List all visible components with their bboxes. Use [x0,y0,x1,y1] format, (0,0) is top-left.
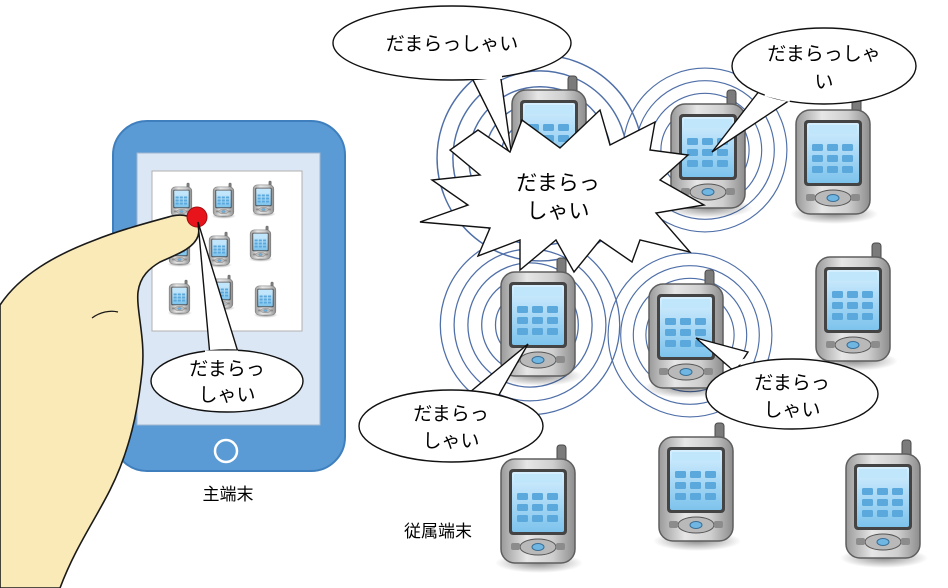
bubble-bottom-left: だまらっ しゃい [358,343,544,463]
master-label: 主端末 [203,485,254,505]
bubble-top-right-line-1: だまらっしゃ [767,43,881,65]
mini-phone-icon[interactable] [211,182,237,220]
master-bubble: だまらっ しゃい [150,221,304,413]
burst-bubble: だまらっ しゃい [419,108,707,274]
slave-phone-icon[interactable] [652,422,742,552]
mini-phone-icon[interactable] [251,180,277,218]
bubble-mid-right: だまらっ しゃい [695,337,879,430]
slave-label: 従属端末 [404,522,472,542]
bubble-bottom-left-line-1: だまらっ [413,403,489,425]
home-button[interactable] [213,438,239,464]
burst-line-1: だまらっ [516,171,600,195]
bubble-top-right: だまらっしゃ い [711,27,917,153]
bubble-mid-right-line-2: しゃい [763,399,820,421]
master-tablet [112,120,346,472]
bubble-mid-right-line-1: だまらっ [754,372,830,394]
tap-dot [186,206,208,228]
master-bubble-line-2: しゃい [198,384,255,406]
mini-phone-icon[interactable] [248,225,274,263]
slave-phone-icon[interactable] [839,439,929,569]
bubble-top-left-text: だまらっしゃい [386,33,519,55]
slave-phone-icon[interactable] [809,242,899,372]
bubble-top-right-line-2: い [814,71,833,93]
finger-crease [91,310,119,319]
finger-icon [0,214,200,588]
mini-phone-icon[interactable] [167,279,193,317]
mini-phone-icon[interactable] [253,281,279,319]
bubble-top-left: だまらっしゃい [332,5,572,159]
slave-phone-icon[interactable] [789,95,879,225]
bubble-bottom-left-line-2: しゃい [422,430,479,452]
slave-phone-icon[interactable] [494,444,584,574]
master-bubble-line-1: だまらっ [189,358,265,380]
burst-line-2: しゃい [527,199,590,223]
